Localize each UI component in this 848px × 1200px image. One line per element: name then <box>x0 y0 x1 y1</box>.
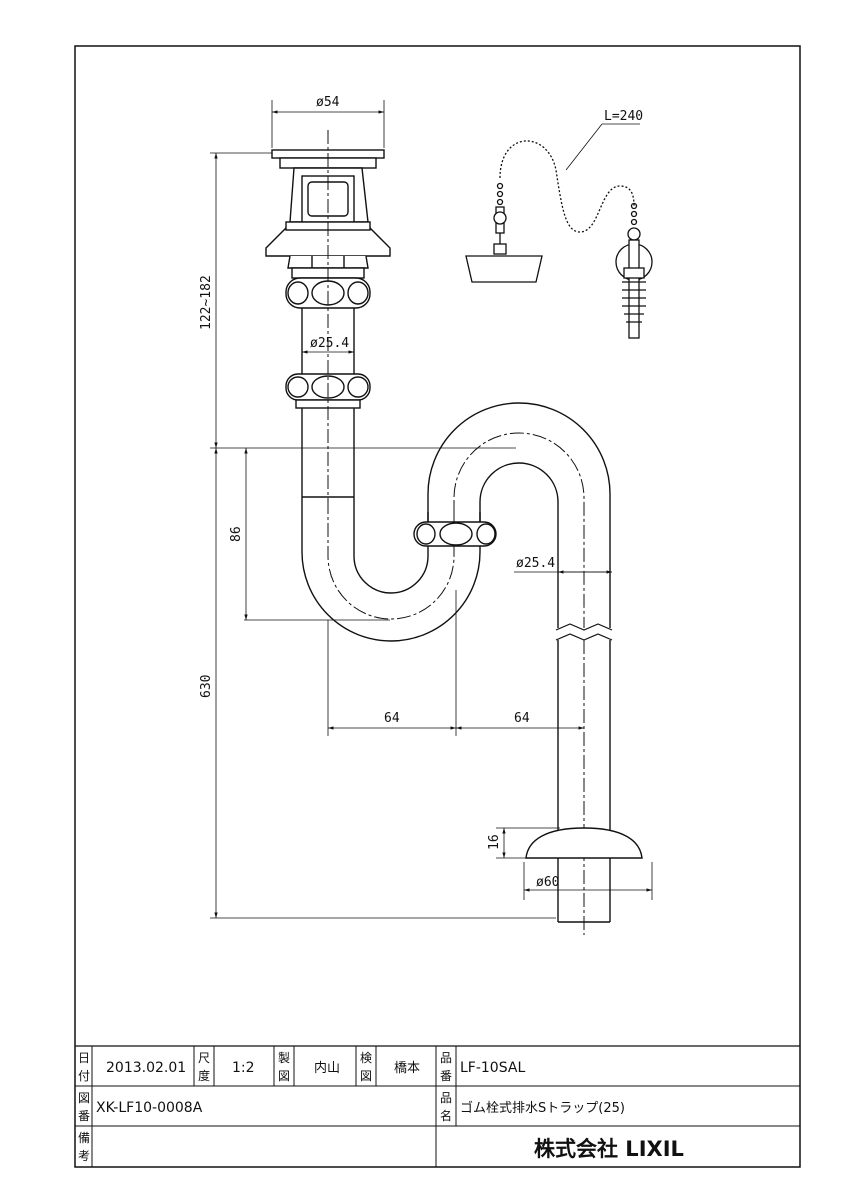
label-partno-1: 品 <box>440 1051 452 1065</box>
part-no: LF-10SAL <box>460 1060 525 1076</box>
label-drawingno-1: 図 <box>78 1091 90 1105</box>
chain-right-beads <box>630 202 638 226</box>
label-scale-1: 尺 <box>198 1051 210 1065</box>
dim-flange-height: 16 <box>487 834 502 850</box>
dim-height-range: 122~182 <box>199 275 214 330</box>
sheet-border <box>74 45 801 1168</box>
label-checked-1: 検 <box>360 1051 372 1065</box>
label-partname-1: 品 <box>440 1091 452 1105</box>
checked-by: 橋本 <box>394 1061 420 1076</box>
label-drawn-1: 製 <box>278 1051 290 1065</box>
dim-top-dia: ø54 <box>316 95 340 110</box>
label-date-1: 日 <box>78 1051 90 1065</box>
label-drawingno-2: 番 <box>78 1109 90 1123</box>
company-name: 株式会社 LIXIL <box>534 1137 684 1161</box>
drawn-by: 内山 <box>314 1060 340 1076</box>
dim-trap-depth: 86 <box>229 526 244 542</box>
scale-value: 1:2 <box>232 1060 255 1076</box>
dim-pipe-dia-upper: ø25.4 <box>310 336 349 351</box>
dim-offset-right: 64 <box>514 711 530 726</box>
title-block <box>75 1045 800 1167</box>
chain-plug <box>465 140 653 339</box>
label-partname-2: 名 <box>440 1108 452 1123</box>
label-checked-2: 図 <box>360 1069 372 1083</box>
dim-overall-height: 630 <box>199 675 214 698</box>
label-remarks-2: 考 <box>78 1149 90 1163</box>
floor-flange <box>525 827 643 859</box>
label-scale-2: 度 <box>198 1068 210 1083</box>
s-trap-drawing <box>265 130 643 935</box>
part-name: ゴム栓式排水Sトラップ(25) <box>460 1100 625 1116</box>
drawing-no: XK-LF10-0008A <box>96 1100 203 1116</box>
dimension-lines <box>210 100 653 919</box>
label-partno-2: 番 <box>440 1069 452 1083</box>
rubber-plug <box>465 255 543 283</box>
dim-chain-length: L=240 <box>604 109 643 124</box>
label-remarks-1: 備 <box>78 1130 90 1145</box>
date-value: 2013.02.01 <box>106 1060 186 1076</box>
label-date-2: 付 <box>78 1069 90 1083</box>
middle-nut <box>413 521 497 547</box>
chain-left-beads <box>496 182 504 206</box>
dim-offset-left: 64 <box>384 711 400 726</box>
title-block-text: 日 付 2013.02.01 尺 度 1:2 製 図 内山 検 図 橋本 品 番… <box>78 1051 684 1163</box>
label-drawn-2: 図 <box>278 1069 290 1083</box>
dimension-texts: ø54 122~182 ø25.4 86 630 64 64 ø25.4 16 … <box>199 95 643 890</box>
dim-flange-dia: ø60 <box>536 875 559 890</box>
dim-pipe-dia-right: ø25.4 <box>516 556 555 571</box>
